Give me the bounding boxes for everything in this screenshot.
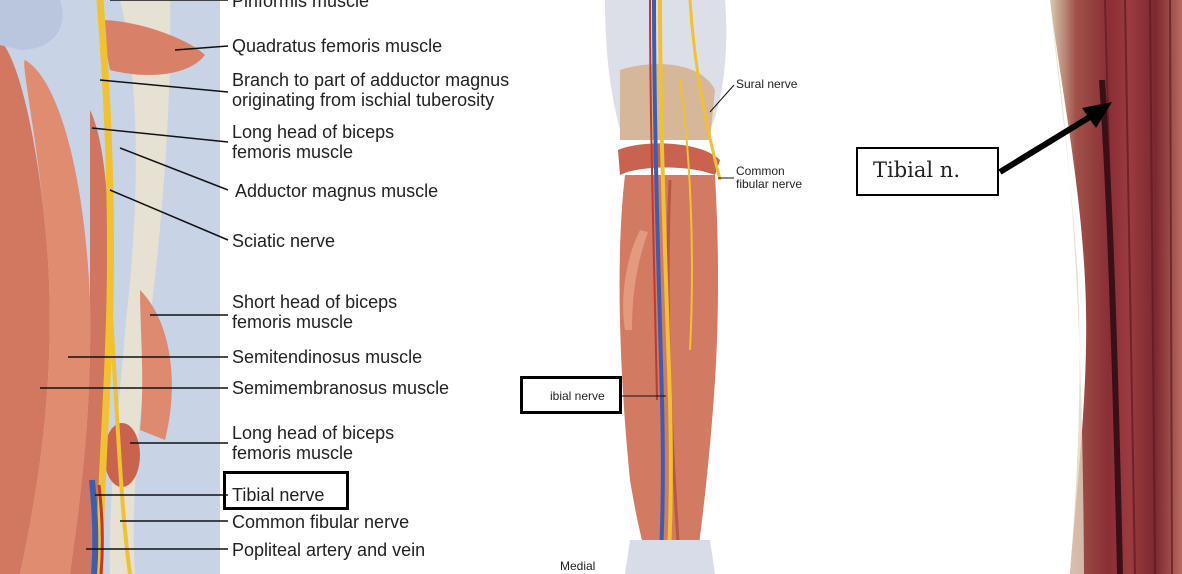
quadratus-femoris-shape	[100, 20, 205, 75]
label-adductor-magnus: Adductor magnus muscle	[235, 181, 439, 201]
tibial-nerve-highlight-box	[223, 471, 349, 510]
label-long-head-biceps-upper: Long head of biceps femoris muscle	[232, 122, 395, 163]
cut-biceps-shape	[104, 423, 140, 487]
cadaver-photo	[998, 0, 1182, 574]
label-long-head-biceps-lower: Long head of biceps femoris muscle	[232, 423, 395, 464]
cadaver-photo-panel: Tibial n.	[820, 0, 1182, 574]
common-fibular-nerve-path	[688, 0, 722, 181]
gastrocnemius-cut-shape	[618, 143, 720, 175]
semitendinosus-muscle-shape	[20, 60, 91, 574]
sural-nerve-path	[679, 79, 693, 351]
long-head-biceps-shape	[70, 110, 110, 574]
leg-illustration	[605, 0, 735, 574]
label-semimembranosus: Semimembranosus muscle	[232, 378, 450, 398]
cadaver-skin-edge	[1050, 0, 1084, 574]
label-short-head-biceps: Short head of biceps femoris muscle	[232, 292, 398, 333]
label-semitendinosus: Semitendinosus muscle	[232, 347, 423, 367]
short-head-biceps-shape	[140, 290, 172, 440]
flexor-muscle-shape	[623, 230, 648, 330]
label-sural-nerve: Sural nerve	[736, 77, 798, 91]
cadaver-tibial-nerve	[1099, 79, 1123, 574]
tibial-nerve-path	[658, 0, 673, 574]
posterior-tibial-vein-path	[652, 0, 665, 574]
label-common-fibular-nerve-leg: Common fibular nerve	[736, 164, 803, 191]
label-common-fibular-nerve: Common fibular nerve	[232, 512, 410, 532]
popliteal-fossa-shape	[620, 64, 715, 140]
label-tibial-nerve-leg: ibial nerve	[550, 389, 605, 403]
thigh-illustration-panel: Piriformis muscle Quadratus femoris musc…	[0, 0, 520, 574]
label-sciatic-nerve: Sciatic nerve	[232, 231, 336, 251]
posterior-tibial-artery-path	[649, 0, 658, 401]
popliteal-vein-path	[89, 479, 99, 574]
hip-bone-shape	[0, 0, 63, 50]
label-tibial-n: Tibial n.	[873, 158, 960, 182]
label-piriformis: Piriformis muscle	[232, 0, 370, 11]
tibial-n-label-box: Tibial n.	[856, 147, 999, 196]
cadaver-leg-shape	[1050, 0, 1182, 574]
label-medial: Medial	[560, 559, 596, 573]
ankle-shape	[625, 540, 715, 574]
label-popliteal-vessels: Popliteal artery and vein	[232, 540, 426, 560]
arrow-line	[998, 109, 1100, 175]
thigh-illustration	[0, 0, 229, 574]
tibial-nerve-leg-highlight-box	[520, 376, 622, 414]
label-quadratus-femoris: Quadratus femoris muscle	[232, 36, 443, 56]
leg-leader-lines	[620, 84, 735, 397]
label-tibial-nerve: Tibial nerve	[232, 485, 325, 505]
sciatic-nerve-path	[96, 0, 115, 574]
arrow-head	[1082, 102, 1112, 128]
label-branch-adductor: Branch to part of adductor magnus origin…	[232, 70, 510, 111]
leader-lines	[40, 0, 229, 550]
semimembranosus-muscle-shape	[0, 40, 50, 574]
leg-illustration-panel: Sural nerve Common fibular nerve ibial n…	[520, 0, 820, 574]
fibular-nerve-path	[108, 299, 132, 574]
